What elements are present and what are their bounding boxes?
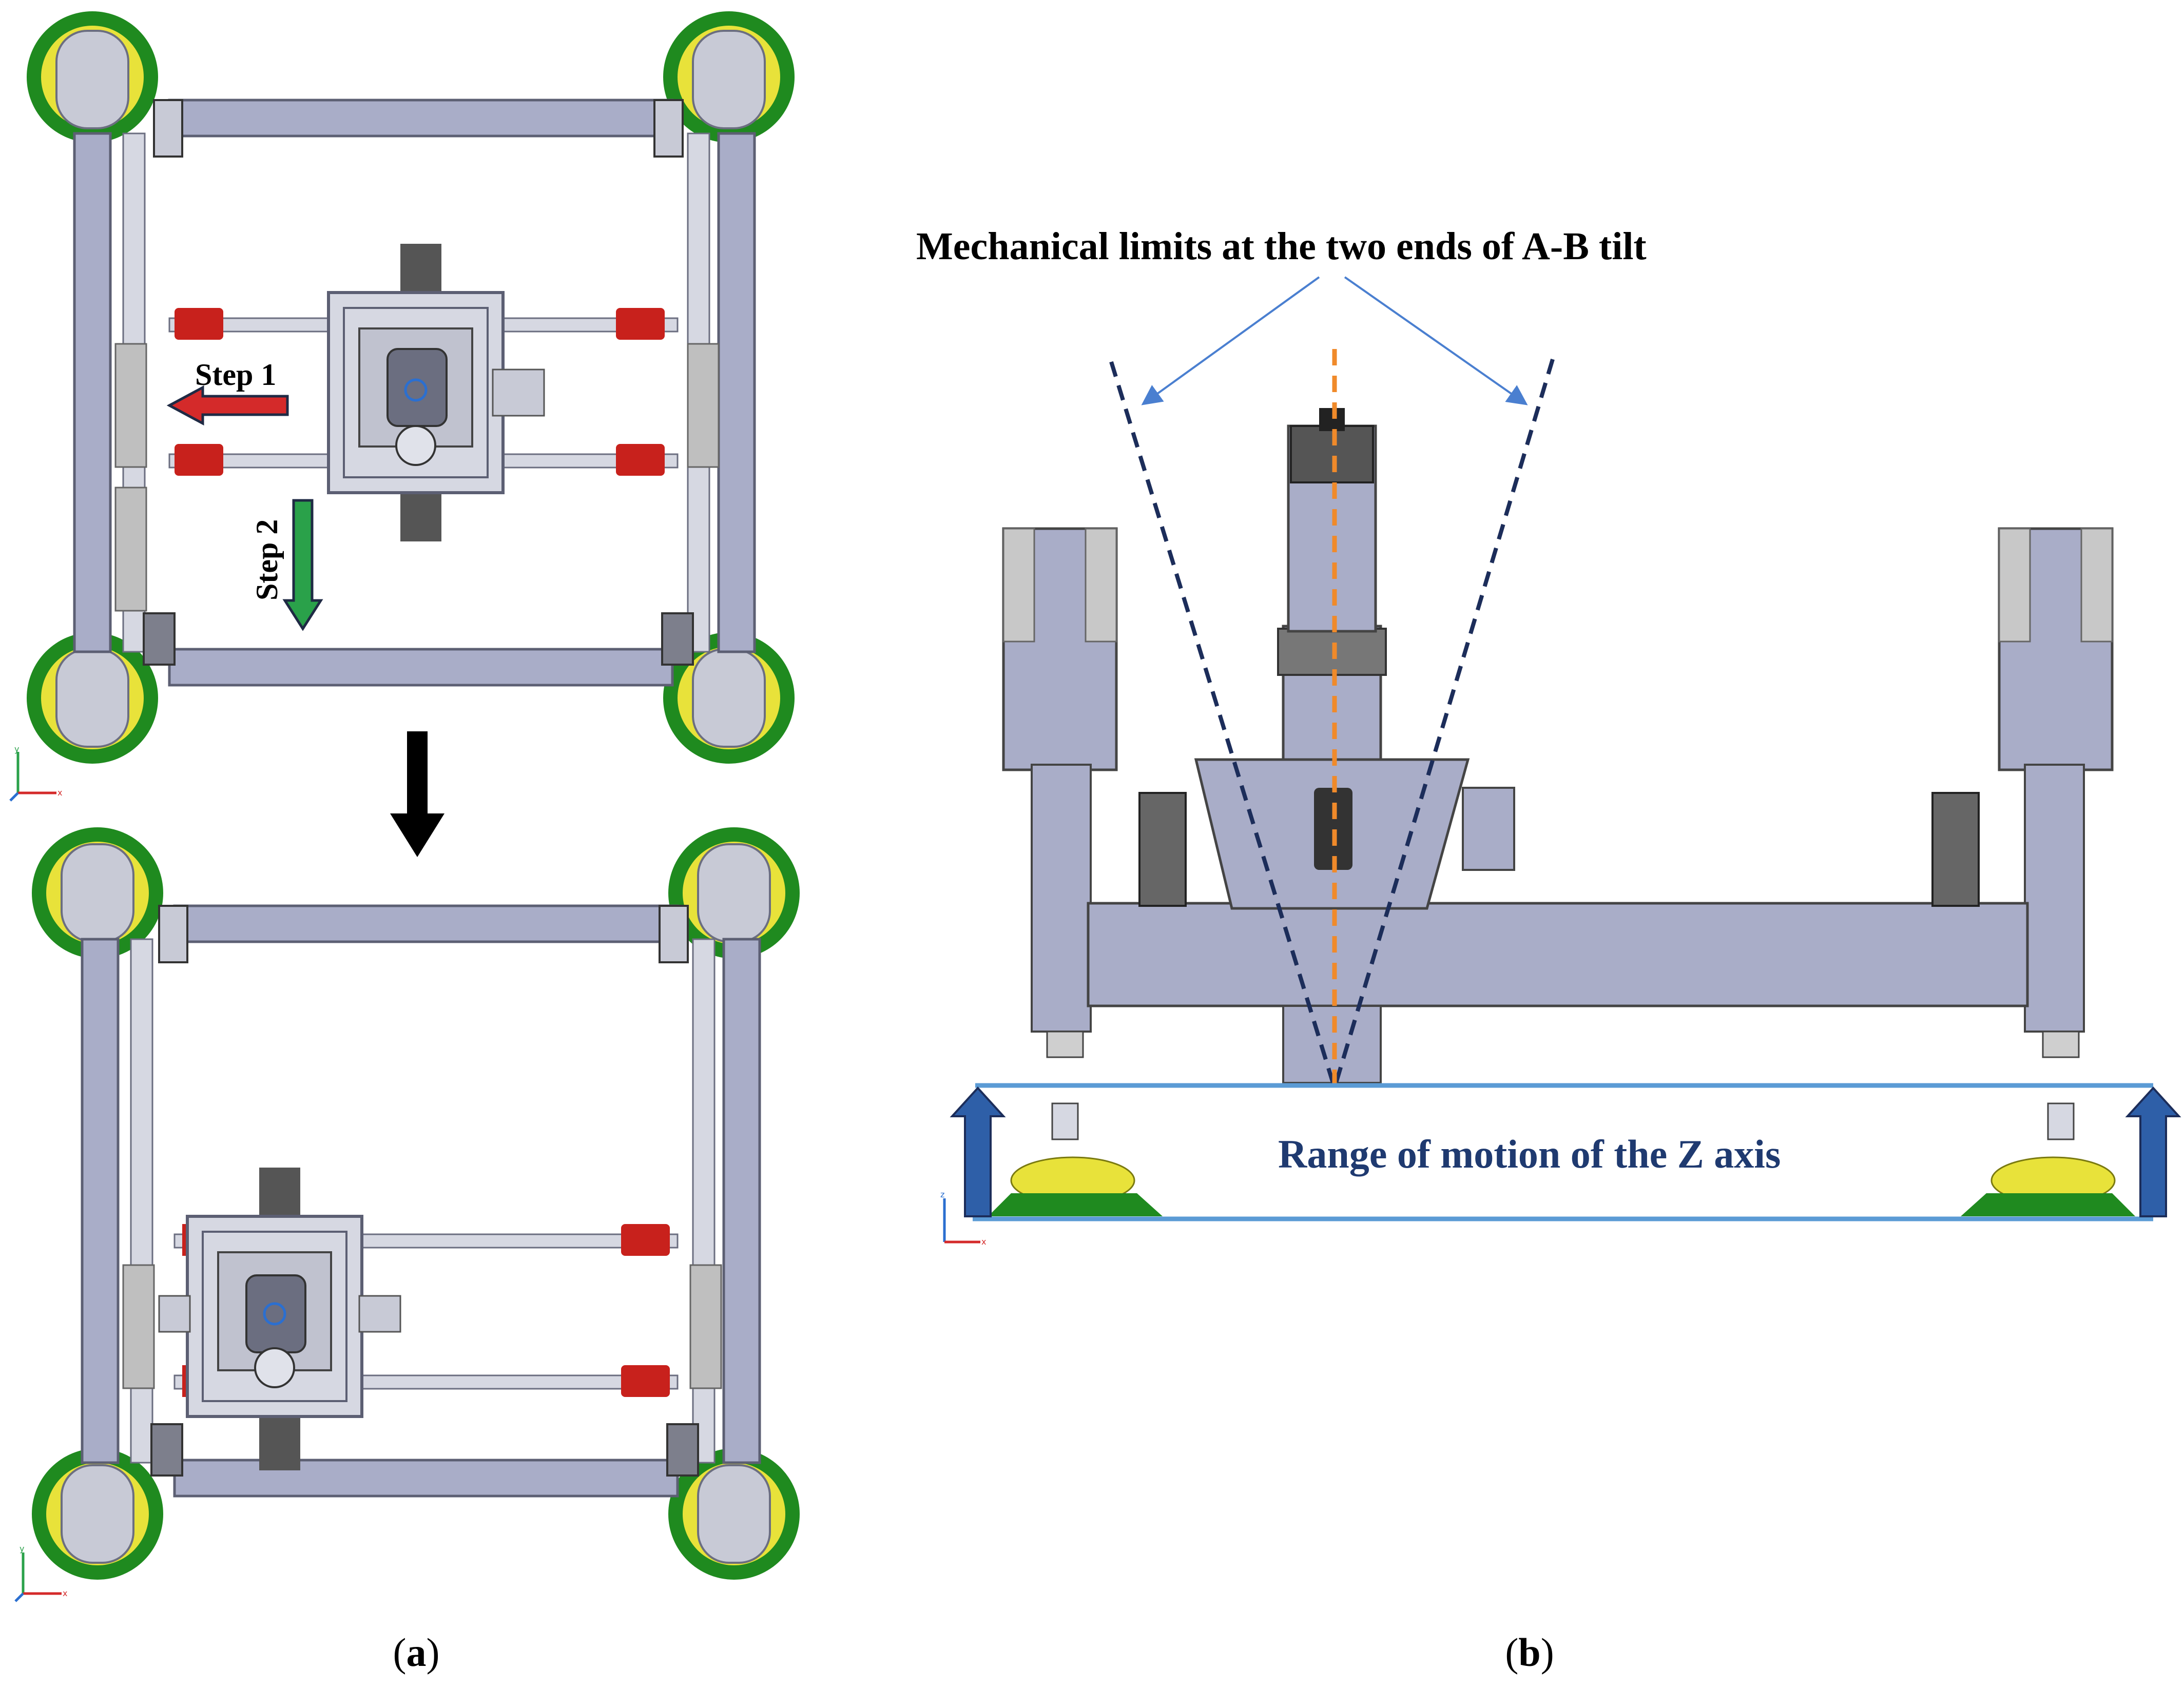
- tilt-limit-line-left: [1109, 361, 1337, 1089]
- caption-b: (b): [1505, 1629, 1554, 1676]
- xz-triad-icon: [943, 1198, 980, 1244]
- axis-label-x-a1: x: [57, 788, 63, 798]
- z-range-label: Range of motion of the Z axis: [1278, 1132, 1781, 1176]
- caption-a-open: (: [393, 1630, 407, 1675]
- actuator-red-2: [616, 308, 665, 340]
- frame-beam-top: [168, 99, 674, 138]
- frame-beam-bottom: [168, 648, 674, 687]
- axis-label-y-a1: y: [14, 744, 20, 754]
- caption-b-letter: b: [1518, 1630, 1541, 1675]
- axis-label-y-a2: y: [20, 1544, 25, 1554]
- caption-b-open: (: [1505, 1630, 1519, 1675]
- xyz-triad-icon: [9, 752, 56, 802]
- actuator-red-3: [175, 444, 223, 476]
- main-beam: [1087, 902, 2029, 1007]
- frame-beam-right: [717, 132, 756, 653]
- side-pad-right: [687, 343, 720, 468]
- step1-arrow: [166, 385, 289, 426]
- wheel-front-left: [27, 11, 158, 143]
- axis-label-z-b: z: [940, 1190, 945, 1199]
- annotation-arrow-left: [1141, 276, 1320, 405]
- side-pad-left: [114, 487, 147, 612]
- panel-a-top-view: Step 1 Step 2: [9, 11, 795, 802]
- caption-a-close: ): [426, 1630, 440, 1675]
- panel-b-side-view: [988, 408, 2135, 1216]
- tilt-limits-title: Mechanical limits at the two ends of A-B…: [916, 225, 1647, 268]
- wheel-rear-left: [27, 632, 158, 764]
- central-carriage: [327, 244, 545, 541]
- down-arrow-icon: [390, 731, 444, 857]
- panel-a-top-view-after: [14, 827, 800, 1602]
- caption-a: (a): [393, 1629, 440, 1676]
- caption-a-letter: a: [406, 1630, 427, 1675]
- annotation-arrow-right: [1344, 276, 1528, 405]
- step2-arrow: [282, 499, 323, 631]
- axis-label-x-a2: x: [63, 1588, 68, 1598]
- actuator-red-4: [616, 444, 665, 476]
- axis-label-x-b: x: [981, 1237, 987, 1247]
- frame-beam-left: [73, 132, 112, 653]
- caption-b-close: ): [1540, 1630, 1554, 1675]
- z-up-arrow-left: [950, 1086, 1006, 1217]
- z-up-arrow-right: [2125, 1086, 2181, 1217]
- wheel-rear-right: [663, 632, 795, 764]
- wheel-front-right: [663, 11, 795, 143]
- step1-label: Step 1: [195, 358, 276, 392]
- step2-label: Step 2: [250, 519, 284, 600]
- tilt-limit-line-right: [1332, 358, 1555, 1089]
- actuator-red-1: [175, 308, 223, 340]
